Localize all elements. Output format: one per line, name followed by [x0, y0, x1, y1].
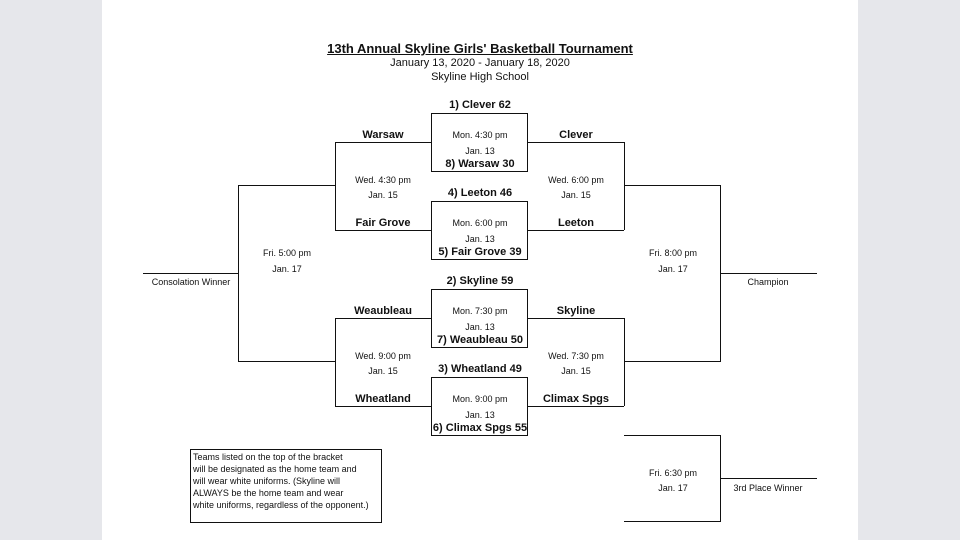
note-line: will wear white uniforms. (Skyline will [193, 476, 341, 486]
win-semi1-date: Jan. 15 [561, 190, 591, 200]
note-line: ALWAYS be the home team and wear [193, 488, 344, 498]
championship-time: Fri. 8:00 pm [648, 248, 698, 258]
cons-semi1-away-team: Fair Grove [355, 217, 411, 229]
win-semi2-date: Jan. 15 [561, 366, 591, 376]
cons-semi2-away-team: Wheatland [355, 393, 411, 405]
bracket-sheet [102, 0, 858, 540]
cons-semi2-time: Wed. 9:00 pm [355, 351, 411, 361]
game3-home-team: 2) Skyline 59 [446, 275, 514, 287]
game3-time: Mon. 7:30 pm [452, 306, 508, 316]
game1-home-team: 1) Clever 62 [449, 99, 511, 111]
game2-away-team: 5) Fair Grove 39 [438, 246, 522, 258]
cons-semi1-time: Wed. 4:30 pm [355, 175, 411, 185]
win-semi2-away-team: Climax Spgs [542, 393, 610, 405]
tournament-dates: January 13, 2020 - January 18, 2020 [390, 57, 570, 69]
note-line: white uniforms, regardless of the oppone… [193, 500, 369, 510]
game2-date: Jan. 13 [465, 234, 495, 244]
game1-away-team: 8) Warsaw 30 [445, 158, 515, 170]
game2-time: Mon. 6:00 pm [452, 218, 508, 228]
consolation-winner-label: Consolation Winner [151, 277, 231, 287]
game4-time: Mon. 9:00 pm [452, 394, 508, 404]
note-line: will be designated as the home team and [193, 464, 357, 474]
game2-home-team: 4) Leeton 46 [447, 187, 513, 199]
win-semi1-home-team: Clever [559, 129, 593, 141]
win-semi2-home-team: Skyline [556, 305, 596, 317]
game4-away-team: 6) Climax Spgs 55 [432, 422, 528, 434]
win-semi1-away-team: Leeton [557, 217, 595, 229]
tournament-venue: Skyline High School [431, 71, 529, 83]
cons-final-time: Fri. 5:00 pm [262, 248, 312, 258]
game3-away-team: 7) Weaubleau 50 [437, 334, 523, 346]
cons-semi2-date: Jan. 15 [368, 366, 398, 376]
game4-home-team: 3) Wheatland 49 [438, 363, 522, 375]
champion-label: Champion [747, 277, 789, 287]
win-semi2-time: Wed. 7:30 pm [548, 351, 604, 361]
cons-semi2-home-team: Weaubleau [354, 305, 412, 317]
game3-date: Jan. 13 [465, 322, 495, 332]
third-place-date: Jan. 17 [658, 483, 688, 493]
win-semi1-time: Wed. 6:00 pm [548, 175, 604, 185]
game1-time: Mon. 4:30 pm [452, 130, 508, 140]
note-line: Teams listed on the top of the bracket [193, 452, 343, 462]
game4-date: Jan. 13 [465, 410, 495, 420]
cons-semi1-date: Jan. 15 [368, 190, 398, 200]
third-place-winner-label: 3rd Place Winner [733, 483, 803, 493]
tournament-title: 13th Annual Skyline Girls' Basketball To… [327, 41, 633, 56]
cons-final-date: Jan. 17 [272, 264, 302, 274]
game1-date: Jan. 13 [465, 146, 495, 156]
home-team-note: Teams listed on the top of the bracket w… [190, 449, 382, 523]
cons-semi1-home-team: Warsaw [362, 129, 404, 141]
third-place-time: Fri. 6:30 pm [648, 468, 698, 478]
championship-date: Jan. 17 [658, 264, 688, 274]
